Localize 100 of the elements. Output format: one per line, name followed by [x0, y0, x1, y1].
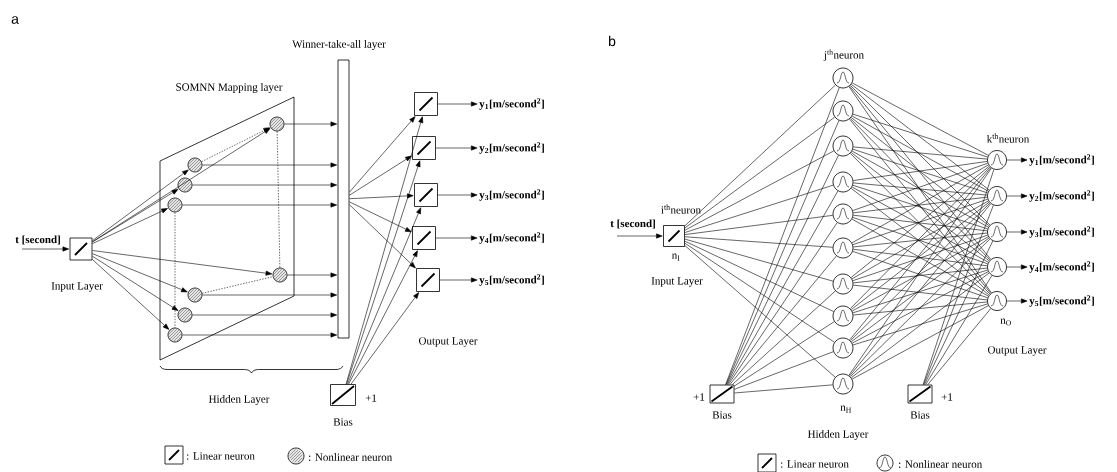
nonlinear-neuron-circle [177, 177, 193, 193]
connection-line [853, 249, 988, 267]
arrow [350, 292, 419, 385]
connection-line [734, 384, 833, 394]
layer-label: Input Layer [651, 277, 703, 287]
connection-line [850, 165, 990, 278]
arrow [182, 332, 337, 338]
connection-line [853, 196, 988, 214]
connection-line [853, 232, 988, 248]
connection-line [850, 85, 991, 226]
node-caption: Bias [333, 418, 353, 426]
connection-line [853, 182, 988, 196]
nonlinear-neuron-circle [187, 287, 203, 303]
connection-line [851, 164, 989, 244]
nonlinear-neuron-circle [832, 100, 854, 122]
connection-line [852, 184, 988, 230]
node-caption: n$_{H}$ [840, 405, 852, 413]
arrow [287, 272, 337, 278]
connection-line [853, 284, 988, 301]
connection-line [853, 214, 988, 232]
connection-line [850, 84, 990, 191]
legend-text: : Linear neuron [187, 452, 255, 460]
connection-line [924, 240, 994, 385]
arrow [92, 208, 168, 244]
output-label: y$_{5}$[m/second$^{2}$] [1029, 295, 1094, 307]
connection-line [853, 267, 988, 284]
connection-line [852, 303, 988, 346]
connection-line [851, 237, 990, 343]
connection-line [851, 186, 989, 263]
legend-text: : Nonlinear neuron [309, 453, 393, 461]
connection-line [851, 305, 989, 380]
node-caption: j$^{th}$neuron [823, 49, 864, 61]
arrow [347, 207, 422, 385]
arrow [349, 116, 416, 193]
nonlinear-neuron-circle [987, 186, 1007, 206]
connection-line [850, 166, 991, 309]
connection-line [922, 169, 995, 385]
connection-line [851, 200, 989, 280]
output-label: y$_{5}$[m/second$^{2}$] [479, 274, 544, 286]
connection-line [850, 188, 990, 296]
arrow [439, 277, 478, 283]
nonlinear-neuron-circle [272, 267, 288, 283]
connection-line [849, 118, 992, 294]
layer-label: Output Layer [419, 337, 478, 347]
legend-text: : Nonlinear neuron [899, 460, 983, 468]
node-caption: Bias [910, 411, 930, 419]
nonlinear-neuron-circle [832, 237, 854, 259]
nonlinear-neuron-circle [832, 135, 854, 157]
connection-line [734, 321, 835, 387]
node-caption: i$^{th}$neuron [661, 204, 701, 214]
arrow [192, 182, 337, 188]
nonlinear-neuron-circle [987, 222, 1007, 242]
linear-neuron-box [416, 268, 440, 292]
arrow [1006, 157, 1028, 163]
connection-line [849, 85, 992, 260]
output-label: y$_{2}$[m/second$^{2}$] [1029, 190, 1094, 202]
arrow [346, 160, 421, 385]
dotted-line [201, 276, 274, 294]
arrow [202, 292, 337, 298]
connection-line [851, 218, 989, 297]
node-caption: n$_{O}$ [1000, 318, 1011, 326]
connection-line [684, 215, 833, 235]
arrow [92, 128, 271, 243]
output-label: y$_{2}$[m/second$^{2}$] [479, 142, 544, 154]
connection-line [684, 245, 836, 378]
arrow [616, 233, 663, 239]
nonlinear-neuron-circle [987, 257, 1007, 277]
node-caption: +1 [941, 393, 953, 401]
output-label: y$_{4}$[m/second$^{2}$] [479, 232, 544, 244]
input-label: t [second] [15, 235, 60, 245]
connection-line [727, 190, 839, 385]
arrow [182, 202, 337, 208]
connection-line [851, 115, 989, 192]
connection-line [853, 161, 988, 181]
connection-line [852, 163, 988, 211]
arrow [1006, 298, 1028, 304]
arrow [92, 169, 189, 241]
connection-line [684, 84, 836, 227]
node-caption: n$_{I}$ [672, 253, 680, 261]
arrow [349, 193, 414, 199]
connection-line [851, 82, 989, 156]
nonlinear-neuron-circle [187, 157, 203, 173]
connection-line [849, 203, 992, 377]
connection-line [852, 113, 988, 158]
connection-line [850, 118, 991, 261]
nonlinear-neuron-circle [269, 116, 285, 132]
connection-line [684, 236, 833, 248]
connection-line [684, 116, 835, 229]
connection-line [684, 184, 834, 233]
connection-line [850, 238, 991, 377]
connection-line [925, 275, 993, 385]
linear-neuron-box [412, 226, 436, 250]
arrow [192, 312, 337, 318]
connection-line [850, 117, 990, 227]
nonlinear-neuron-circle [832, 203, 854, 225]
connection-line [851, 271, 989, 344]
output-label: y$_{1}$[m/second$^{2}$] [1029, 154, 1094, 166]
connection-line [852, 148, 988, 194]
node-caption: k$^{th}$neuron [986, 133, 1030, 143]
panel-letter: b [609, 35, 616, 47]
